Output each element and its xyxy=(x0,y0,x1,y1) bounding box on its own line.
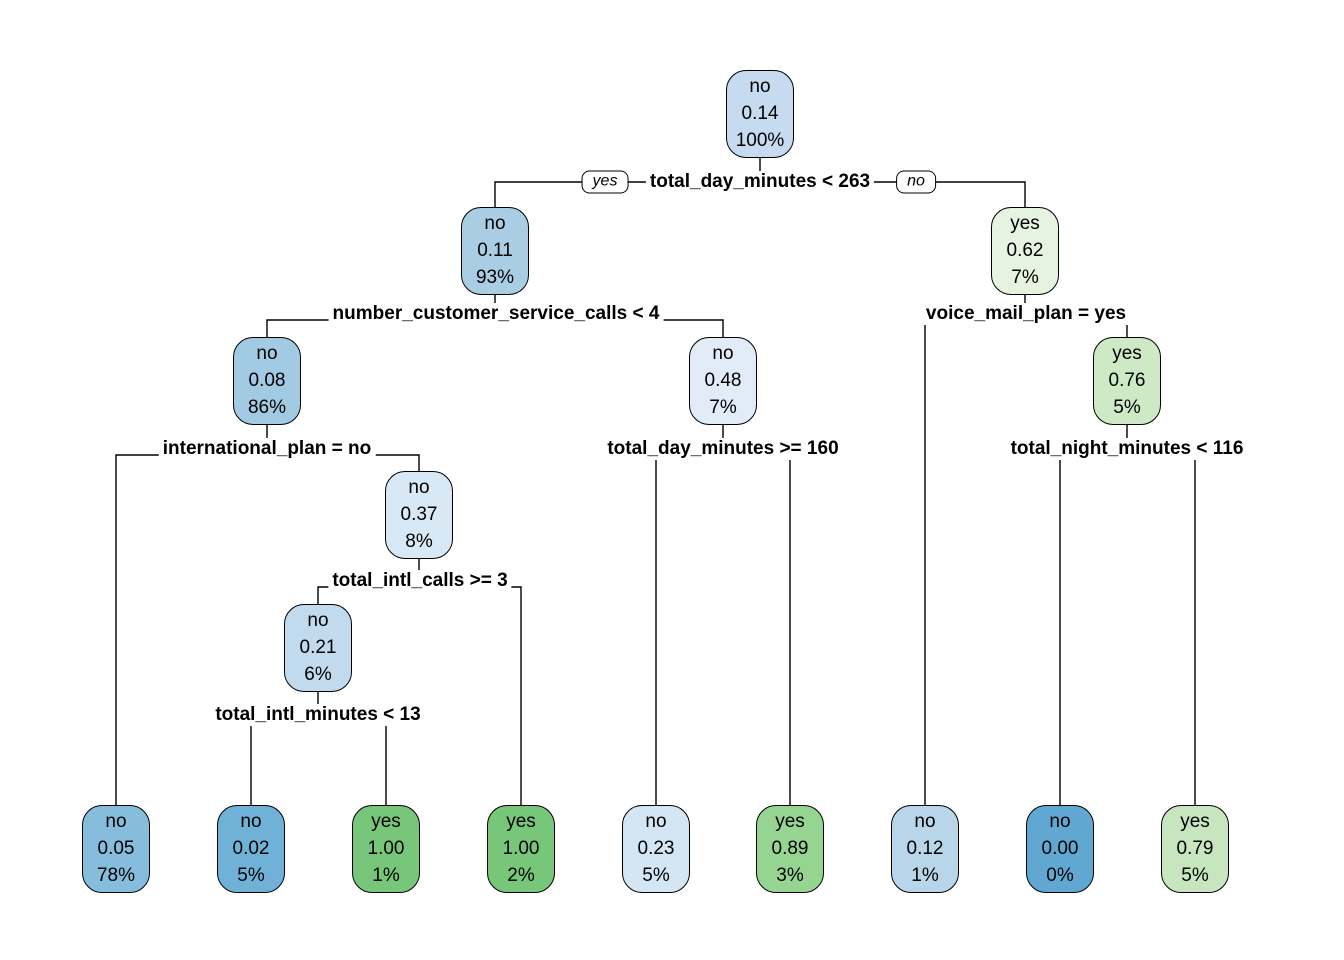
branch-intl-min xyxy=(250,720,387,805)
tree-node-root: no 0.14 100% xyxy=(726,70,794,158)
node-coverage-pct: 3% xyxy=(776,865,804,886)
split-total-night-minutes-116: total_night_minutes < 116 xyxy=(1006,438,1248,460)
node-probability: 0.02 xyxy=(232,838,270,859)
node-probability: 0.23 xyxy=(637,838,675,859)
node-class-label: no xyxy=(105,811,127,832)
split-international-plan: international_plan = no xyxy=(158,438,376,460)
node-class-label: yes xyxy=(1180,811,1210,832)
node-probability: 0.37 xyxy=(400,504,438,525)
node-coverage-pct: 100% xyxy=(735,130,785,151)
tree-node-leaf-5: no 0.23 5% xyxy=(622,805,690,893)
branch-intl-plan xyxy=(115,454,420,805)
tree-node-day-lt-263-yes: no 0.11 93% xyxy=(461,207,529,295)
node-class-label: yes xyxy=(1010,213,1040,234)
node-probability: 0.00 xyxy=(1041,838,1079,859)
node-probability: 0.05 xyxy=(97,838,135,859)
node-probability: 0.62 xyxy=(1006,240,1044,261)
tree-node-intl-plan-no-no: no 0.37 8% xyxy=(385,471,453,559)
node-class-label: yes xyxy=(506,811,536,832)
split-voice-mail-plan: voice_mail_plan = yes xyxy=(921,303,1131,325)
split-customer-service-calls-4: number_customer_service_calls < 4 xyxy=(328,303,664,325)
node-coverage-pct: 7% xyxy=(709,397,737,418)
node-class-label: no xyxy=(1049,811,1071,832)
node-coverage-pct: 8% xyxy=(405,531,433,552)
node-probability: 0.11 xyxy=(477,240,513,261)
node-class-label: no xyxy=(712,343,734,364)
node-class-label: yes xyxy=(775,811,805,832)
branch-day-160 xyxy=(655,454,791,805)
split-total-day-minutes-160: total_day_minutes >= 160 xyxy=(603,438,843,460)
node-probability: 0.14 xyxy=(741,103,779,124)
node-probability: 0.89 xyxy=(771,838,809,859)
tree-node-leaf-6: yes 0.89 3% xyxy=(756,805,824,893)
tree-node-svc-calls-lt-4-yes: no 0.08 86% xyxy=(233,337,301,425)
node-class-label: no xyxy=(256,343,278,364)
node-coverage-pct: 86% xyxy=(247,397,287,418)
split-total-intl-calls-3: total_intl_calls >= 3 xyxy=(328,570,512,592)
split-total-day-minutes-263: total_day_minutes < 263 xyxy=(645,171,875,193)
node-probability: 0.79 xyxy=(1176,838,1214,859)
node-probability: 1.00 xyxy=(502,838,540,859)
node-coverage-pct: 0% xyxy=(1046,865,1074,886)
tree-node-leaf-1: no 0.05 78% xyxy=(82,805,150,893)
node-probability: 0.08 xyxy=(248,370,286,391)
node-class-label: no xyxy=(307,610,329,631)
node-class-label: no xyxy=(240,811,262,832)
root-branch-no-badge: no xyxy=(896,170,936,194)
node-probability: 0.48 xyxy=(704,370,742,391)
tree-node-vmail-plan-no: yes 0.76 5% xyxy=(1093,337,1161,425)
branch-night-116 xyxy=(1059,454,1196,805)
node-class-label: no xyxy=(645,811,667,832)
node-coverage-pct: 1% xyxy=(911,865,939,886)
tree-node-leaf-3: yes 1.00 1% xyxy=(352,805,420,893)
tree-node-day-lt-263-no: yes 0.62 7% xyxy=(991,207,1059,295)
node-probability: 0.12 xyxy=(906,838,944,859)
root-branch-yes-badge: yes xyxy=(581,170,629,194)
node-coverage-pct: 93% xyxy=(475,267,515,288)
node-probability: 0.76 xyxy=(1108,370,1146,391)
node-coverage-pct: 1% xyxy=(372,865,400,886)
tree-node-leaf-2: no 0.02 5% xyxy=(217,805,285,893)
node-class-label: yes xyxy=(371,811,401,832)
node-probability: 0.21 xyxy=(299,637,337,658)
tree-node-leaf-4: yes 1.00 2% xyxy=(487,805,555,893)
tree-node-leaf-7: no 0.12 1% xyxy=(891,805,959,893)
node-coverage-pct: 7% xyxy=(1011,267,1039,288)
node-coverage-pct: 5% xyxy=(642,865,670,886)
tree-node-intl-calls-ge-3-yes: no 0.21 6% xyxy=(284,604,352,692)
node-class-label: no xyxy=(749,76,771,97)
node-coverage-pct: 2% xyxy=(507,865,535,886)
split-total-intl-minutes-13: total_intl_minutes < 13 xyxy=(211,704,425,726)
tree-node-leaf-8: no 0.00 0% xyxy=(1026,805,1094,893)
tree-node-svc-calls-lt-4-no: no 0.48 7% xyxy=(689,337,757,425)
node-coverage-pct: 6% xyxy=(304,664,332,685)
node-coverage-pct: 5% xyxy=(237,865,265,886)
node-class-label: no xyxy=(484,213,506,234)
node-coverage-pct: 5% xyxy=(1181,865,1209,886)
node-class-label: no xyxy=(914,811,936,832)
tree-node-leaf-9: yes 0.79 5% xyxy=(1161,805,1229,893)
node-class-label: yes xyxy=(1112,343,1142,364)
node-coverage-pct: 78% xyxy=(96,865,136,886)
node-probability: 1.00 xyxy=(367,838,405,859)
node-coverage-pct: 5% xyxy=(1113,397,1141,418)
node-class-label: no xyxy=(408,477,430,498)
